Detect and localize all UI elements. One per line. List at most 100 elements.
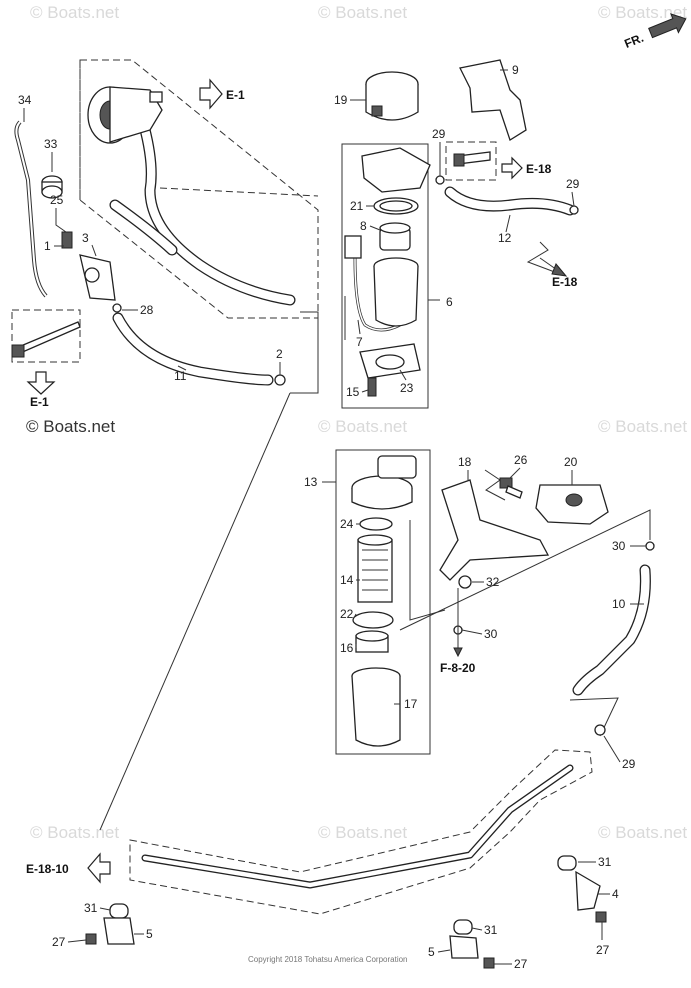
copyright-notice: Copyright 2018 Tohatsu America Corporati… bbox=[248, 955, 408, 964]
part-2-clip bbox=[274, 374, 286, 386]
watermark: © Boats.net bbox=[318, 823, 407, 842]
callout-3: 3 bbox=[82, 231, 89, 245]
fuel-pump bbox=[87, 86, 163, 144]
callout-18: 18 bbox=[458, 455, 472, 469]
watermark: © Boats.net bbox=[318, 417, 407, 436]
hoses bbox=[109, 106, 651, 889]
svg-text:E-1: E-1 bbox=[30, 395, 49, 409]
svg-text:E-1: E-1 bbox=[226, 88, 245, 102]
callout-30: 30 bbox=[484, 627, 498, 641]
svg-text:E-18: E-18 bbox=[526, 162, 552, 176]
part-15-screw bbox=[367, 377, 377, 397]
part-8-float bbox=[379, 222, 411, 251]
part-33-nut bbox=[41, 175, 63, 199]
part-29-clip bbox=[435, 175, 445, 185]
part-30-clip bbox=[645, 541, 655, 551]
ref-f820: F-8-20 bbox=[440, 588, 476, 675]
filter-group-bracket-6 bbox=[341, 143, 440, 409]
callout-27: 27 bbox=[514, 957, 528, 971]
callout-2: 2 bbox=[276, 347, 283, 361]
callout-22: 22 bbox=[340, 607, 354, 621]
callout-16: 16 bbox=[340, 641, 354, 655]
part-17-filter-cup bbox=[351, 667, 401, 747]
part-6-filter-bowl bbox=[373, 257, 419, 327]
sensor-plug bbox=[344, 235, 362, 259]
callout-20: 20 bbox=[564, 455, 578, 469]
callout-33: 33 bbox=[44, 137, 58, 151]
ref-e1-left: E-1 bbox=[26, 371, 56, 409]
part-32-grommet bbox=[458, 575, 472, 589]
leader-lines bbox=[23, 69, 646, 965]
part-16-nut bbox=[355, 630, 389, 653]
callout-21: 21 bbox=[350, 199, 364, 213]
callout-28: 28 bbox=[140, 303, 154, 317]
front-label: FR. bbox=[622, 31, 645, 51]
part-19-clamp bbox=[365, 71, 419, 121]
part-13-filter-head bbox=[351, 455, 417, 510]
part-1-spring bbox=[61, 231, 73, 249]
part-bolt bbox=[11, 321, 81, 358]
front-direction-indicator: FR. bbox=[622, 13, 687, 51]
ref-e1-top: E-1 bbox=[199, 78, 245, 110]
part-9-bracket bbox=[459, 59, 527, 141]
callout-26: 26 bbox=[514, 453, 528, 467]
svg-text:E-18: E-18 bbox=[552, 275, 578, 289]
svg-text:E-18-10: E-18-10 bbox=[26, 862, 69, 876]
clamp-assembly-left bbox=[85, 903, 135, 945]
callouts: 34 33 25 1 3 28 11 2 19 9 29 29 21 8 12 … bbox=[18, 63, 636, 971]
filter-group-bracket-13 bbox=[322, 449, 431, 755]
callout-31: 31 bbox=[598, 855, 612, 869]
part-24-oring bbox=[359, 517, 393, 531]
callout-5: 5 bbox=[428, 945, 435, 959]
callout-9: 9 bbox=[512, 63, 519, 77]
ref-e1810: E-18-10 bbox=[26, 852, 111, 884]
watermark: © Boats.net bbox=[30, 823, 119, 842]
callout-15: 15 bbox=[346, 385, 360, 399]
callout-8: 8 bbox=[360, 219, 367, 233]
part-18-bracket bbox=[439, 479, 550, 581]
callout-11: 11 bbox=[174, 369, 187, 383]
callout-27: 27 bbox=[52, 935, 66, 949]
watermark: © Boats.net bbox=[318, 3, 407, 22]
watermark: © Boats.net bbox=[30, 3, 119, 22]
ref-e18-right: E-18 bbox=[539, 257, 578, 289]
connection-lines bbox=[99, 241, 651, 831]
callout-1: 1 bbox=[44, 239, 51, 253]
boats-net-watermark: © Boats.net bbox=[26, 417, 115, 436]
part-28-clip bbox=[112, 303, 122, 313]
callout-31: 31 bbox=[84, 901, 98, 915]
callout-29: 29 bbox=[432, 127, 446, 141]
part-29-clip bbox=[569, 205, 579, 215]
clamp-assembly-bottom bbox=[449, 919, 495, 969]
watermark: © Boats.net bbox=[598, 823, 687, 842]
part-26-bolt bbox=[499, 477, 523, 499]
callout-27: 27 bbox=[596, 943, 610, 957]
callout-32: 32 bbox=[486, 575, 500, 589]
watermark-group: © Boats.net © Boats.net © Boats.net © Bo… bbox=[30, 3, 687, 842]
callout-5: 5 bbox=[146, 927, 153, 941]
part-29-clip bbox=[594, 724, 606, 736]
callout-25: 25 bbox=[50, 193, 64, 207]
ref-e18-mid: E-18 bbox=[501, 156, 552, 180]
callout-14: 14 bbox=[340, 573, 354, 587]
watermark: © Boats.net bbox=[598, 417, 687, 436]
part-29-bolt bbox=[453, 151, 491, 167]
callout-6: 6 bbox=[446, 295, 453, 309]
watermark: © Boats.net bbox=[598, 3, 687, 22]
part-14-filter-element bbox=[357, 534, 393, 603]
callout-31: 31 bbox=[484, 923, 498, 937]
callout-12: 12 bbox=[498, 231, 512, 245]
callout-34: 34 bbox=[18, 93, 32, 107]
callout-17: 17 bbox=[404, 697, 418, 711]
fuel-filter-cap bbox=[361, 147, 431, 193]
part-23-gasket bbox=[359, 343, 421, 379]
callout-19: 19 bbox=[334, 93, 348, 107]
clamp-assembly-right bbox=[557, 855, 607, 923]
callout-7: 7 bbox=[356, 335, 363, 349]
callout-13: 13 bbox=[304, 475, 318, 489]
callout-29: 29 bbox=[566, 177, 580, 191]
callout-4: 4 bbox=[612, 887, 619, 901]
part-22-oring bbox=[352, 611, 394, 629]
part-20-holder bbox=[535, 484, 609, 525]
